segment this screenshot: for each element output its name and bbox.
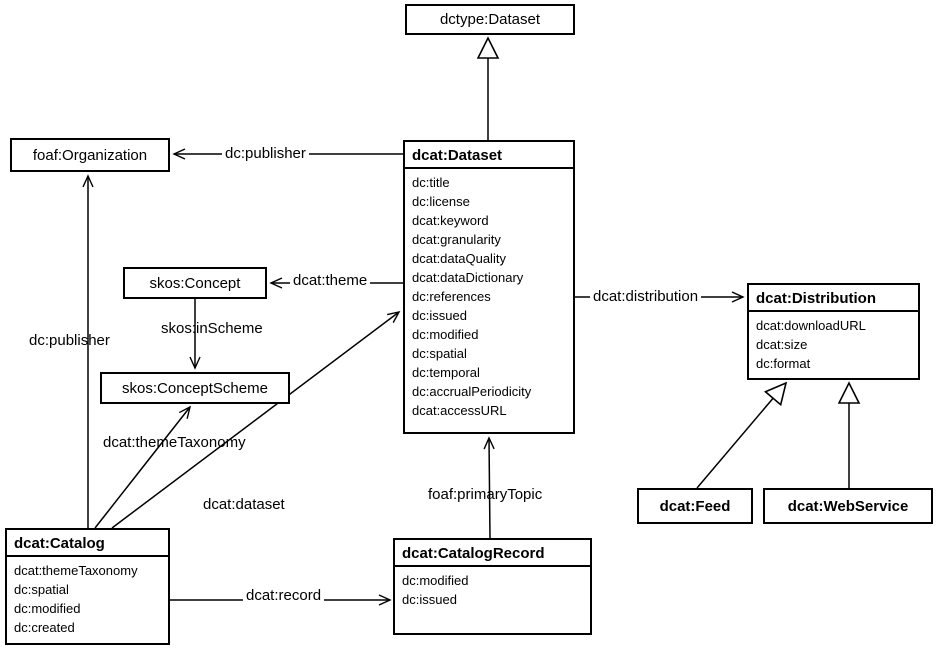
attribute-list: dc:modified dc:issued [395,565,590,611]
class-title: dcat:CatalogRecord [402,545,545,562]
attribute: dc:issued [402,592,457,607]
edge-generalization-feed-to-distribution [696,383,786,489]
edge-label-skos-inscheme: skos:inScheme [161,320,263,337]
edge-label-dcat-theme: dcat:theme [290,272,371,289]
attribute-list: dcat:downloadURL dcat:size dc:format [749,310,918,375]
class-dctype-dataset: dctype:Dataset [405,4,575,35]
class-dcat-catalog: dcat:Catalog dcat:themeTaxonomy dc:spati… [5,528,170,645]
attribute: dcat:granularity [412,232,501,247]
edge-dcat-themetaxonomy [94,405,192,529]
attribute: dc:issued [412,308,467,323]
class-title: dcat:Feed [659,497,731,515]
attribute: dc:format [756,356,811,371]
attribute: dc:license [412,194,470,209]
attribute-list: dcat:themeTaxonomy dc:spatial dc:modifie… [7,555,168,639]
attribute: dcat:accessURL [412,403,507,418]
class-title: dcat:Catalog [14,535,105,552]
attribute: dcat:downloadURL [756,318,866,333]
class-dcat-distribution: dcat:Distribution dcat:downloadURL dcat:… [747,283,920,380]
attribute-list: dc:title dc:license dcat:keyword dcat:gr… [405,167,573,422]
edge-label-dcat-themetaxonomy: dcat:themeTaxonomy [103,434,246,451]
edge-label-dcat-record: dcat:record [243,587,325,604]
class-title: dcat:Distribution [756,290,876,307]
attribute: dc:spatial [412,346,467,361]
class-skos-conceptscheme: skos:ConceptScheme [100,372,290,404]
attribute: dcat:dataQuality [412,251,506,266]
edge-label-dc-publisher-left: dc:publisher [29,332,110,349]
attribute: dcat:dataDictionary [412,270,524,285]
edge-foaf-primarytopic [483,436,495,539]
attribute: dcat:keyword [412,213,489,228]
class-title: dctype:Dataset [439,11,541,28]
attribute: dc:accrualPeriodicity [412,384,532,399]
class-dcat-feed: dcat:Feed [637,488,753,524]
class-skos-concept: skos:Concept [123,267,267,299]
class-dcat-catalogrecord: dcat:CatalogRecord dc:modified dc:issued [393,538,592,635]
attribute: dc:modified [412,327,479,342]
class-title: skos:ConceptScheme [122,379,268,397]
attribute: dc:title [412,175,450,190]
attribute: dcat:themeTaxonomy [14,563,138,578]
attribute: dc:created [14,620,75,635]
class-title: skos:Concept [149,274,241,292]
attribute: dc:spatial [14,582,69,597]
class-foaf-organization: foaf:Organization [10,138,170,172]
class-dcat-webservice: dcat:WebService [763,488,933,524]
class-dcat-dataset: dcat:Dataset dc:title dc:license dcat:ke… [403,140,575,434]
edge-label-dc-publisher-top: dc:publisher [222,145,309,162]
attribute: dc:modified [14,601,81,616]
edge-label-dcat-distribution: dcat:distribution [590,288,702,305]
class-title: dcat:WebService [787,497,909,515]
attribute: dc:modified [402,573,469,588]
attribute: dcat:size [756,337,808,352]
edge-dcat-dataset [111,310,401,529]
attribute: dc:references [412,289,491,304]
class-title: dcat:Dataset [412,147,503,164]
edge-label-foaf-primarytopic: foaf:primaryTopic [428,486,543,503]
edge-label-dcat-dataset: dcat:dataset [203,496,285,513]
class-title: foaf:Organization [32,146,148,164]
attribute: dc:temporal [412,365,480,380]
